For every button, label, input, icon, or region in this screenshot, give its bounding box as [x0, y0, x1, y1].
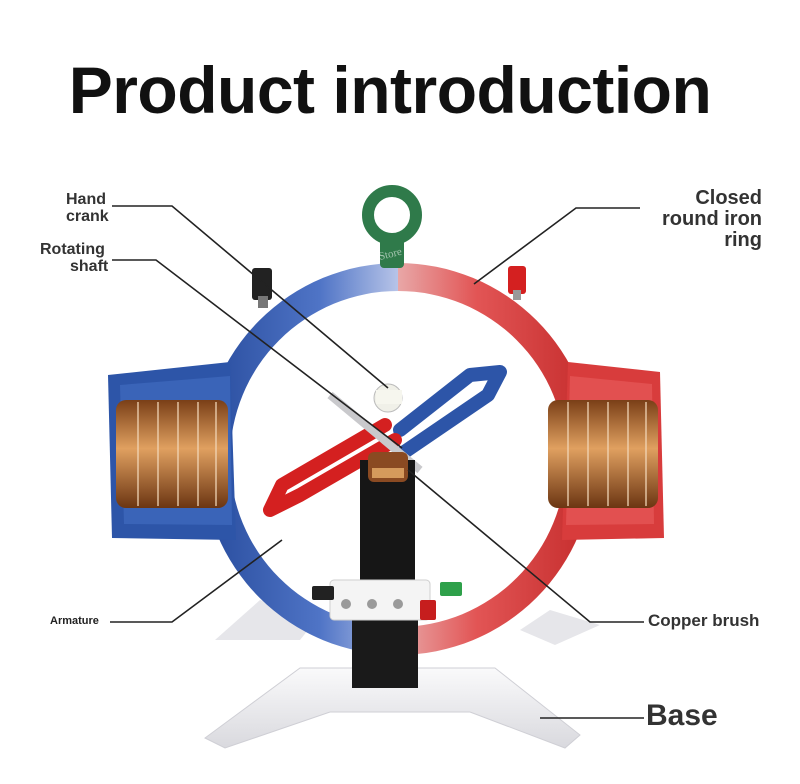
label-hand-crank-line1: Hand: [66, 191, 106, 208]
label-armature: Armature: [50, 615, 99, 627]
central-post: [312, 452, 462, 688]
leader-iron-ring: [473, 207, 640, 285]
leader-rotating-shaft: [112, 259, 403, 449]
label-iron-ring-line3: ring: [724, 229, 762, 251]
label-hand-crank-line2: crank: [66, 207, 109, 225]
leader-hand-crank: [112, 205, 389, 389]
label-iron-ring-line2: round iron: [662, 208, 762, 230]
right-coil: [548, 400, 658, 508]
label-copper-brush: Copper brush: [648, 611, 760, 630]
hanger-ring: [362, 185, 422, 268]
leader-armature: [110, 539, 283, 623]
label-iron-ring: Closed round iron ring: [662, 188, 762, 251]
label-iron-ring-line1: Closed: [695, 187, 762, 209]
label-rotating-shaft-line1: Rotating: [40, 241, 105, 258]
leader-copper-brush: [407, 469, 644, 623]
page-title: Product introduction: [68, 53, 712, 127]
label-hand-crank: Hand crank: [66, 191, 109, 226]
label-base: Base: [646, 699, 718, 732]
armature-loop: [263, 365, 507, 517]
red-terminal: [508, 266, 526, 300]
left-coil: [116, 400, 228, 508]
hand-crank-knob: [252, 268, 272, 308]
leader-lines: [110, 205, 644, 719]
label-rotating-shaft: Rotating shaft: [40, 241, 109, 276]
label-rotating-shaft-line2: shaft: [70, 257, 109, 275]
